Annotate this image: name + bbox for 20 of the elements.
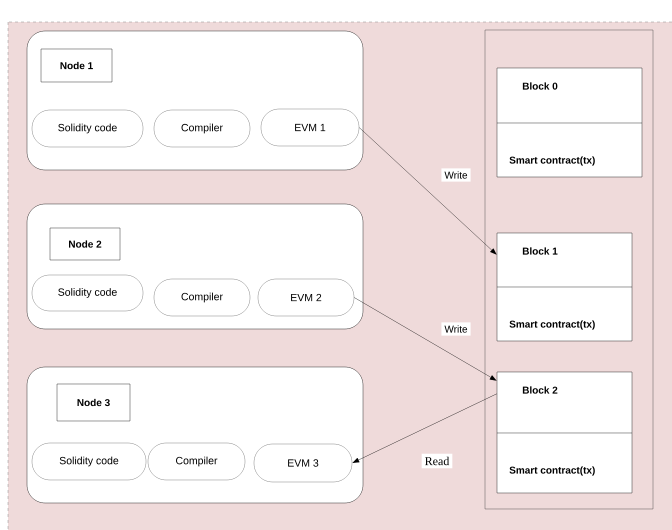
rounded-box: Solidity code: [32, 442, 146, 480]
node-label-box: Node 2: [50, 228, 120, 260]
block-box: Block 0 Smart contract(tx): [496, 68, 642, 178]
rounded-box: Solidity code: [32, 110, 144, 148]
rounded-box: EVM 2: [258, 278, 354, 316]
rounded-box: Compiler: [148, 442, 246, 480]
arrow: [359, 127, 497, 255]
arrow: [354, 297, 496, 381]
rounded-box: Solidity code: [32, 274, 144, 312]
node-label-box: Node 1: [40, 48, 112, 82]
edge-label: Read: [422, 454, 452, 468]
block-box: Block 2 Smart contract(tx): [496, 372, 632, 494]
block-box: Block 1 Smart contract(tx): [496, 232, 632, 342]
arrow: [352, 394, 497, 463]
rounded-box: EVM 3: [254, 444, 352, 482]
node-label-box: Node 3: [56, 384, 130, 422]
blockchain-box: [484, 30, 654, 510]
rounded-box: Compiler: [154, 110, 250, 148]
rounded-box: Compiler: [154, 278, 250, 316]
rounded-box: EVM 1: [260, 108, 360, 146]
